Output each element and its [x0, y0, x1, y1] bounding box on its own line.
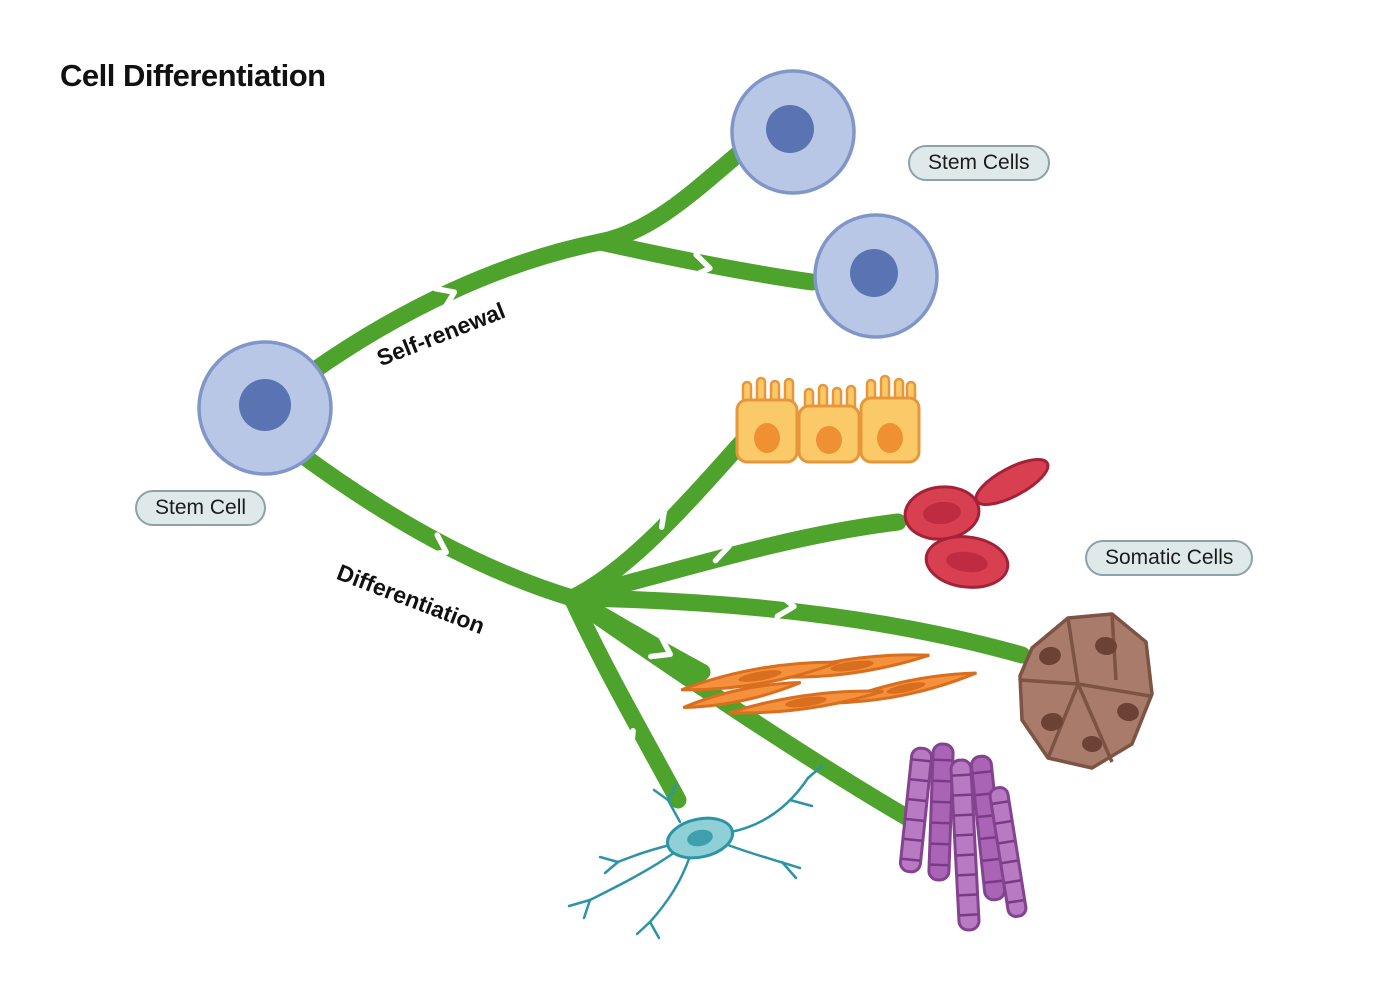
- striated-muscle-fibers-icon: [898, 742, 1028, 932]
- neuron-nucleus: [687, 829, 713, 847]
- smooth-muscle-cells-icon: [680, 653, 977, 715]
- arrow-chevrons: [424, 175, 797, 779]
- differentiation-trunk: [289, 443, 581, 607]
- stem-cell-nucleus: [850, 249, 898, 297]
- rbc-concave-center: [946, 551, 988, 573]
- striation-lines: [952, 773, 978, 917]
- striation-lines: [901, 758, 931, 862]
- stem-cell-daughter-1-icon: [730, 69, 856, 195]
- cluster-nuclei: [1039, 636, 1139, 753]
- branch-rbc: [563, 513, 907, 607]
- chevron-icon: [689, 251, 713, 280]
- branch-striated-muscle: [563, 589, 917, 827]
- red-blood-cells-icon: [903, 458, 1050, 589]
- somatic-cells-label: Somatic Cells: [1085, 540, 1254, 576]
- chevron-icon: [611, 727, 636, 753]
- stem-cell-daughter-2-icon: [813, 213, 939, 339]
- epithelial-nuclei: [754, 423, 903, 454]
- stem-cell-nucleus: [766, 105, 814, 153]
- neuron-icon: [567, 764, 824, 940]
- chevron-icon: [432, 285, 458, 312]
- chevron-icon: [774, 591, 797, 620]
- stem-cell-parent-icon: [197, 340, 333, 476]
- stem-cell-label: Stem Cell: [135, 490, 267, 526]
- self-renewal-trunk: [303, 233, 609, 381]
- chevron-icon: [648, 634, 673, 660]
- striation-lines: [992, 800, 1024, 904]
- chevron-icon: [424, 532, 449, 558]
- neuron-dendrites: [567, 764, 824, 940]
- page-title: Cell Differentiation: [60, 58, 326, 93]
- chevron-icon: [708, 536, 732, 564]
- branch-cluster: [563, 589, 1031, 664]
- stem-cell-nucleus: [239, 379, 291, 431]
- differentiation-arrow: [289, 433, 1031, 827]
- stem-cells-label: Stem Cells: [908, 145, 1050, 181]
- columnar-epithelial-cells-icon: [735, 374, 921, 464]
- rbc-concave-center: [923, 501, 961, 525]
- chevron-icon: [651, 175, 677, 200]
- branch-hub: [563, 589, 581, 607]
- self-renewal-arrow: [303, 146, 821, 381]
- tissue-cell-cluster-icon: [1018, 612, 1154, 770]
- chevron-icon: [758, 754, 784, 779]
- striation-lines: [930, 758, 952, 867]
- branch-neuron: [563, 589, 687, 809]
- chevron-icon: [643, 505, 668, 530]
